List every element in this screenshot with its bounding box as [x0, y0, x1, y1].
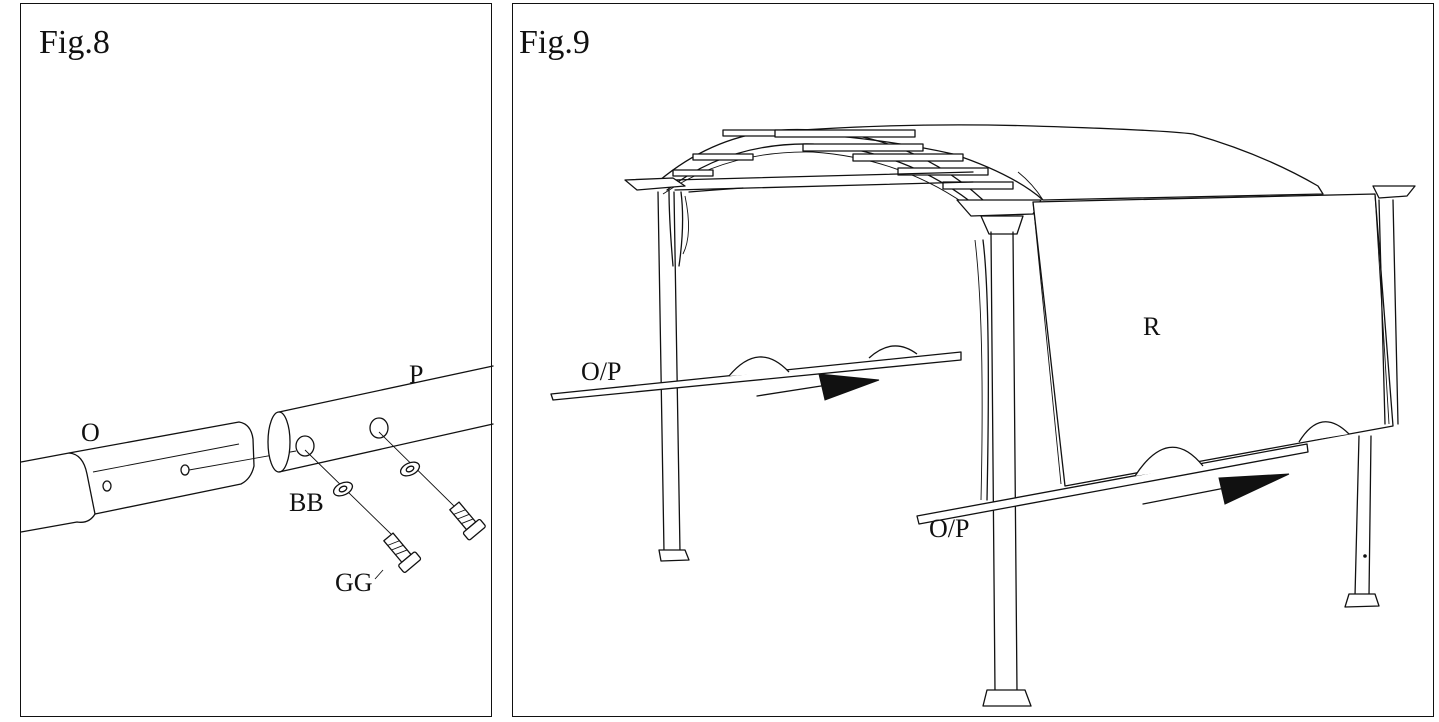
fig8-title: Fig.8 — [39, 24, 110, 61]
fig8-drawing — [20, 365, 494, 580]
fig9-drawing — [550, 124, 1416, 707]
fig9-title: Fig.9 — [519, 24, 590, 61]
tube-o — [20, 421, 297, 533]
hole-o-1 — [102, 480, 112, 492]
washer-icon — [399, 461, 421, 477]
rod-op-left — [550, 345, 962, 401]
front-arch — [652, 128, 1014, 205]
label-gg: GG — [335, 568, 373, 597]
bolt-icon — [449, 501, 486, 541]
label-bb: BB — [289, 488, 324, 517]
post-left — [657, 191, 690, 562]
fig9-panel: Fig.9 — [512, 3, 1434, 717]
hole-p-2 — [369, 417, 389, 439]
bolt-icon — [383, 532, 422, 573]
label-op-right: O/P — [929, 514, 970, 543]
hole-p-1 — [295, 435, 315, 457]
label-p: P — [409, 360, 424, 389]
label-r: R — [1143, 312, 1161, 341]
washer-icon — [332, 481, 354, 497]
post-front — [974, 215, 1032, 707]
post-right — [1344, 199, 1399, 608]
label-op-left: O/P — [581, 357, 622, 386]
tube-p — [267, 365, 494, 473]
canopy-panel — [1032, 193, 1394, 487]
rod-op-right — [916, 421, 1350, 525]
label-o: O — [81, 418, 100, 447]
hole-o-2 — [180, 464, 190, 476]
fig8-panel: Fig.8 — [20, 3, 494, 717]
arrow-icon — [756, 373, 880, 401]
arrow-icon — [1142, 473, 1290, 505]
